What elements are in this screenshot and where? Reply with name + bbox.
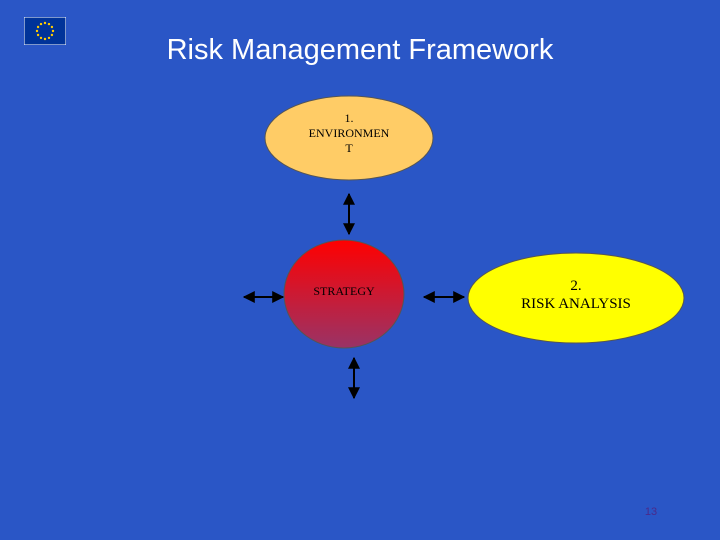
flag-star [47,36,51,40]
flag-star [35,29,39,33]
flag-star [43,21,47,25]
risk-analysis-label-line-2: RISK ANALYSIS [521,296,631,312]
flag-star [36,33,40,37]
flag-star [51,29,55,33]
page-number: 13 [644,506,658,518]
environment-label-line-2: ENVIRONMEN [309,126,390,140]
flag-star [39,22,43,26]
flag-star [50,25,54,29]
flag-star [36,25,40,29]
strategy-label: STRATEGY [313,284,375,298]
slide-title: Risk Management Framework [166,34,554,66]
flag-star [43,37,47,41]
flag-star [50,33,54,37]
environment-node: 1. ENVIRONMEN T [264,95,434,181]
environment-label-line-3: T [345,141,353,155]
risk-analysis-node: 2. RISK ANALYSIS [467,252,685,344]
flag-star [39,36,43,40]
environment-label-line-1: 1. [345,111,354,125]
risk-analysis-label-line-1: 2. [570,278,581,294]
flag-star [47,22,51,26]
strategy-node: STRATEGY [283,239,405,349]
eu-flag-icon [24,17,66,45]
